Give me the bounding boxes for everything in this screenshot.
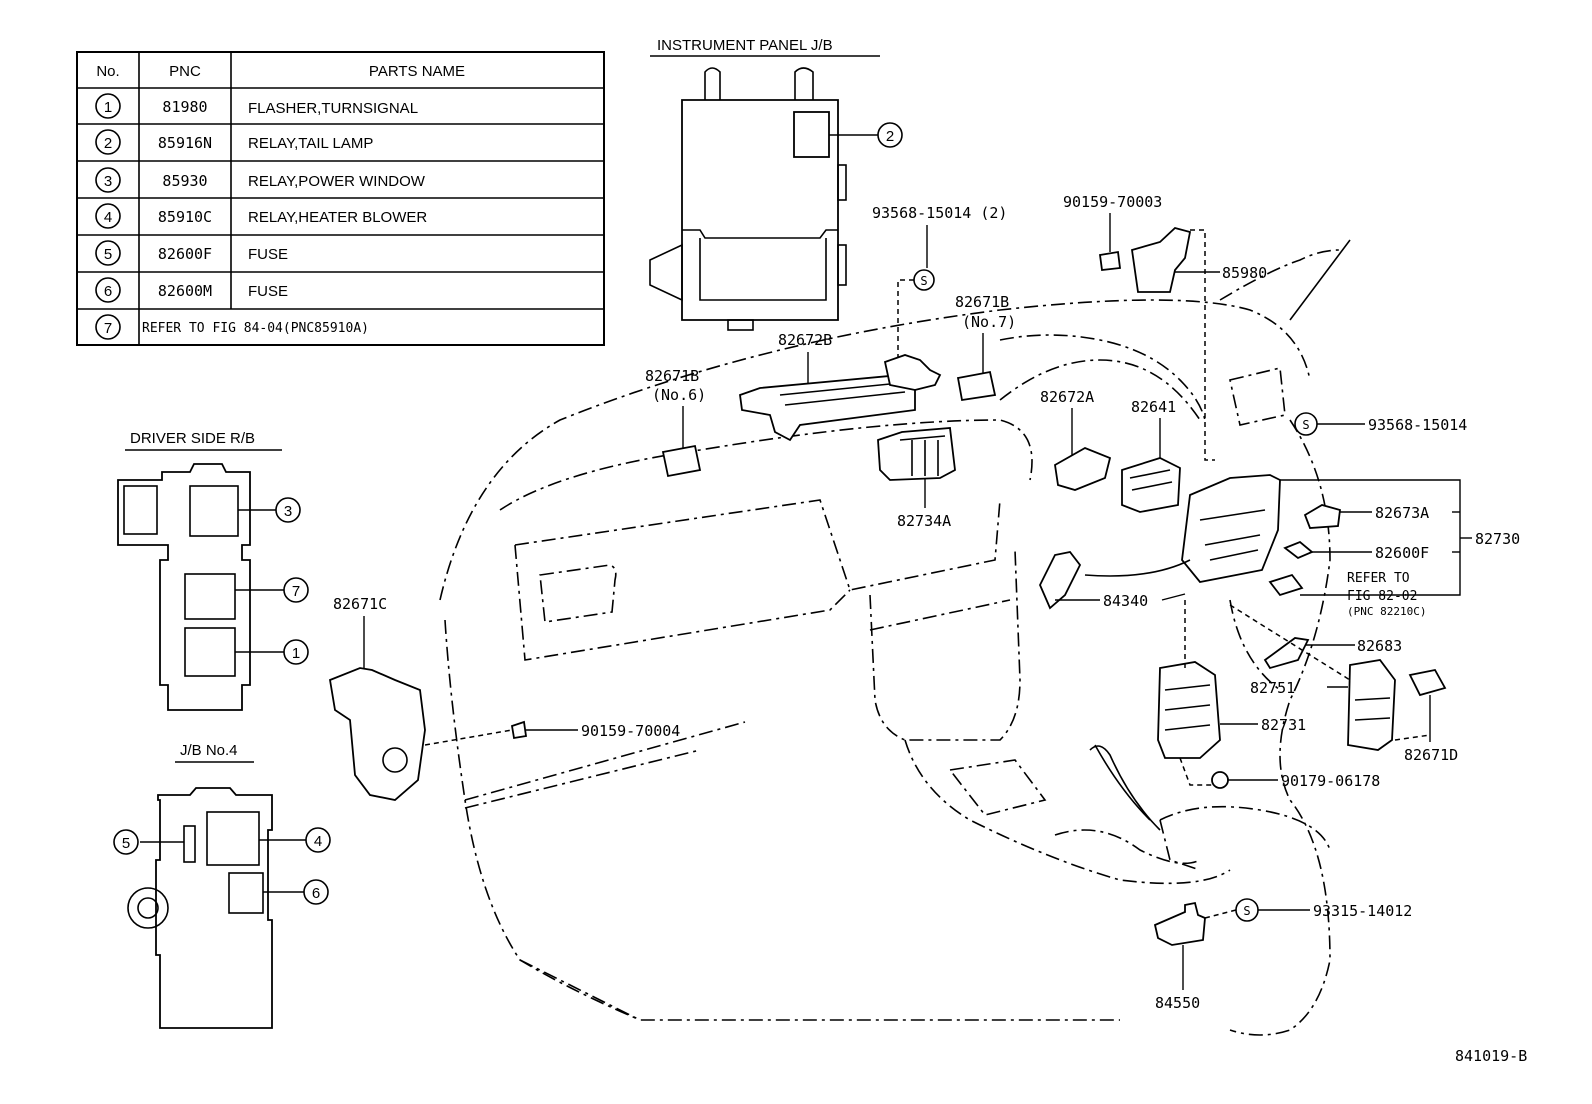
table-note-no: 7	[104, 320, 112, 337]
table-row-name: FUSE	[248, 283, 288, 300]
driver-side-rb: DRIVER SIDE R/B 3 7 1	[117, 430, 309, 711]
table-row-name: FUSE	[248, 246, 288, 263]
table-note-text: REFER TO FIG 84-04(PNC85910A)	[142, 321, 369, 336]
table-row-pnc: 82600F	[158, 245, 212, 263]
part-label-no7: (No.7)	[962, 313, 1016, 331]
part-label-84550: 84550	[1155, 994, 1200, 1012]
table-row-name: RELAY,TAIL LAMP	[248, 135, 373, 152]
part-label-82751: 82751	[1250, 679, 1295, 697]
callout-1: 1	[292, 645, 300, 662]
table-row-no: 1	[104, 99, 112, 116]
table-header-pnc: PNC	[169, 63, 201, 80]
table-row-pnc: 85916N	[158, 134, 212, 152]
refer-fig: FIG 82-02	[1347, 589, 1417, 604]
s-mark: S	[920, 274, 927, 288]
table-row-pnc: 82600M	[158, 282, 212, 300]
section-title-instrument-panel-jb: INSTRUMENT PANEL J/B	[657, 37, 833, 54]
jb-no4: J/B No.4 5 4 6	[113, 742, 331, 1029]
callout-7: 7	[292, 583, 300, 600]
callout-2: 2	[886, 128, 894, 145]
part-label-82641: 82641	[1131, 398, 1176, 416]
table-row-pnc: 85910C	[158, 208, 212, 226]
part-label-90159-70003: 90159-70003	[1063, 193, 1162, 211]
s-mark: S	[1302, 418, 1309, 432]
figure-id: 841019-B	[1455, 1047, 1527, 1065]
part-label-93315-14012: 93315-14012	[1313, 902, 1412, 920]
table-row-no: 2	[104, 135, 112, 152]
part-label-82600F: 82600F	[1375, 544, 1429, 562]
part-label-84340: 84340	[1103, 592, 1148, 610]
table-row-pnc: 85930	[162, 172, 207, 190]
section-title-jb-no4: J/B No.4	[180, 742, 238, 759]
instrument-panel-jb: INSTRUMENT PANEL J/B 2	[649, 37, 903, 331]
part-label-82671D: 82671D	[1404, 746, 1458, 764]
table-row-name: RELAY,HEATER BLOWER	[248, 209, 427, 226]
table-row-no: 6	[104, 283, 112, 300]
table-row-no: 3	[104, 173, 112, 190]
part-label-82671C: 82671C	[333, 595, 387, 613]
part-label-85980: 85980	[1222, 264, 1267, 282]
parts-table: No. PNC PARTS NAME 1 81980 FLASHER,TURNS…	[76, 51, 605, 346]
section-title-driver-side-rb: DRIVER SIDE R/B	[130, 430, 255, 447]
part-label-90179-06178: 90179-06178	[1281, 772, 1380, 790]
part-label-82671B-no6: 82671B	[645, 367, 699, 385]
table-header-no: No.	[96, 63, 119, 80]
dashboard-outline	[439, 239, 1351, 1036]
part-label-82683: 82683	[1357, 637, 1402, 655]
callout-6: 6	[312, 885, 320, 902]
refer-pnc: (PNC 82210C)	[1347, 605, 1426, 618]
parts-and-labels: 93568-15014 (2) S 82672B 82671B (No.7) 8…	[328, 193, 1520, 1012]
callout-4: 4	[314, 833, 322, 850]
refer-to: REFER TO	[1347, 571, 1410, 586]
table-row-no: 4	[104, 209, 112, 226]
table-row-pnc: 81980	[162, 98, 207, 116]
part-label-90159-70004: 90159-70004	[581, 722, 680, 740]
part-label-82730: 82730	[1475, 530, 1520, 548]
part-label-93568-15014-2: 93568-15014 (2)	[872, 204, 1007, 222]
part-label-82672B: 82672B	[778, 331, 832, 349]
part-label-82672A: 82672A	[1040, 388, 1094, 406]
table-row-no: 5	[104, 246, 112, 263]
table-header-parts-name: PARTS NAME	[369, 63, 465, 80]
part-label-82734A: 82734A	[897, 512, 951, 530]
part-label-82673A: 82673A	[1375, 504, 1429, 522]
part-label-no6: (No.6)	[652, 386, 706, 404]
part-label-93568-15014: 93568-15014	[1368, 416, 1467, 434]
part-label-82731: 82731	[1261, 716, 1306, 734]
callout-5: 5	[122, 835, 130, 852]
callout-3: 3	[284, 503, 292, 520]
table-row-name: FLASHER,TURNSIGNAL	[248, 100, 418, 117]
table-row-name: RELAY,POWER WINDOW	[248, 173, 426, 190]
part-label-82671B-no7: 82671B	[955, 293, 1009, 311]
s-mark: S	[1243, 904, 1250, 918]
